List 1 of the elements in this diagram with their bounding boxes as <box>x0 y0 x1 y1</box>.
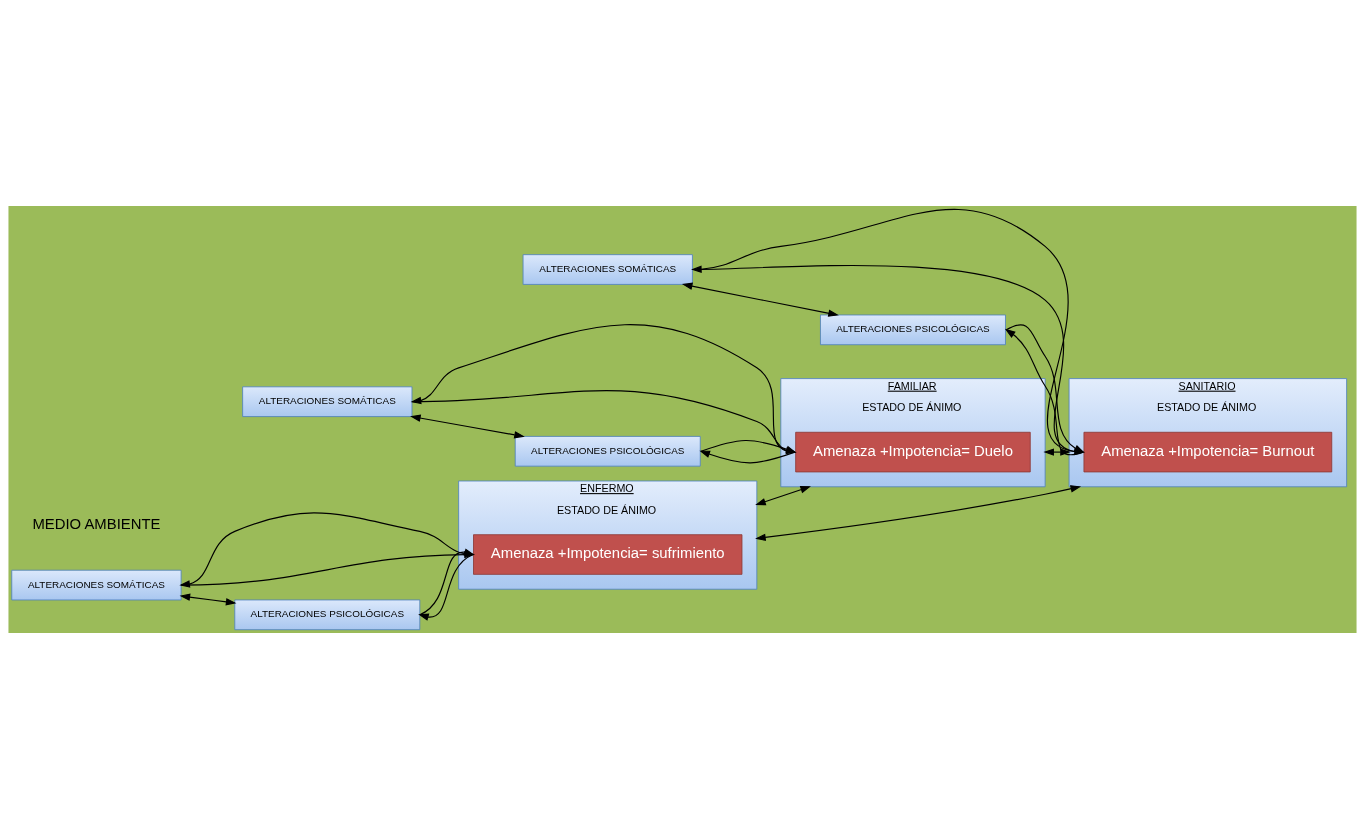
label: MEDIO AMBIENTE <box>32 515 161 532</box>
